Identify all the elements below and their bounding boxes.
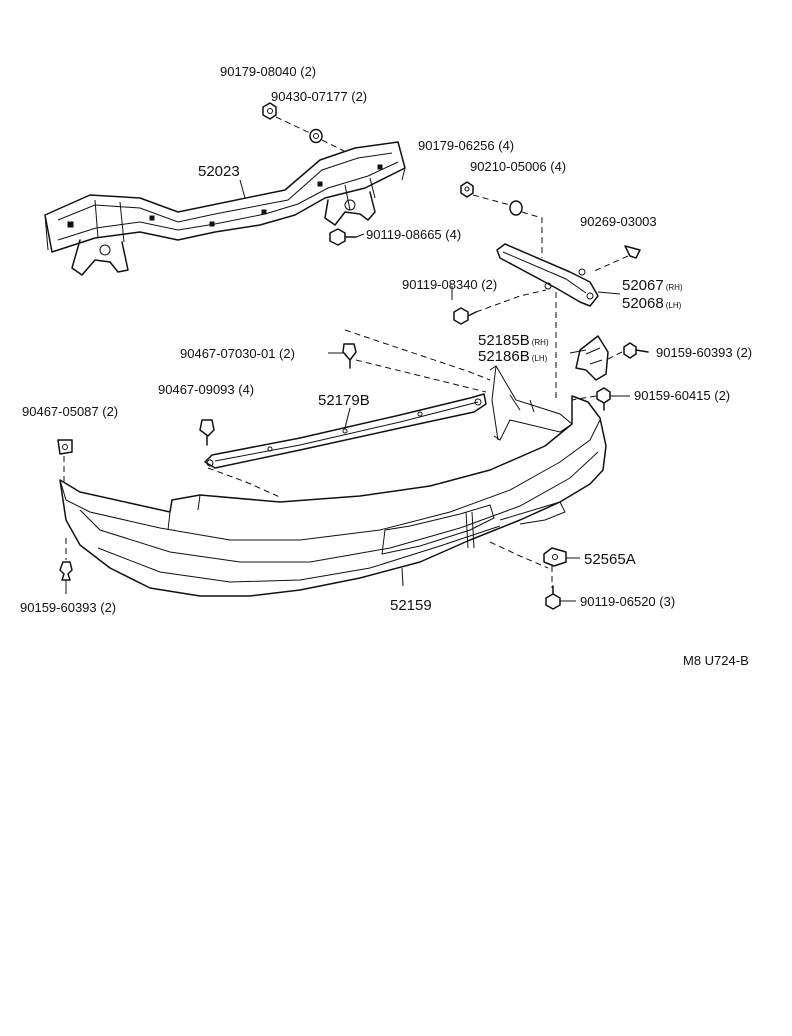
label-52185b: 52185B(RH) (478, 332, 549, 349)
label-90467-07030-01: 90467-07030-01 (2) (180, 346, 295, 361)
label-52565a: 52565A (584, 551, 636, 568)
nut-90179-06256-icon (460, 181, 474, 198)
label-52068: 52068(LH) (622, 295, 682, 312)
bumper-reinforcement-52023 (44, 141, 406, 276)
label-90159-60393-right: 90159-60393 (2) (656, 345, 752, 360)
bolt-90119-08665-icon (329, 228, 357, 246)
washer-90430-07177-icon (309, 128, 323, 144)
diagram-code: M8 U724-B (683, 653, 749, 668)
bumper-cover-52159 (59, 365, 607, 597)
label-52159: 52159 (390, 597, 432, 614)
nut-52565a-icon (543, 547, 567, 567)
label-90467-09093: 90467-09093 (4) (158, 382, 254, 397)
label-90119-08665: 90119-08665 (4) (366, 227, 461, 242)
washer-90210-05006-icon (509, 200, 523, 216)
clip-90467-05087-icon (57, 439, 73, 455)
clip-90467-09093-icon (199, 419, 215, 446)
nut-90179-08040-icon (262, 102, 277, 120)
label-90179-06256: 90179-06256 (4) (418, 138, 514, 153)
label-52067: 52067(RH) (622, 277, 683, 294)
label-90179-08040: 90179-08040 (2) (220, 64, 316, 79)
label-90119-08340: 90119-08340 (2) (402, 277, 497, 292)
label-90467-05087: 90467-05087 (2) (22, 404, 118, 419)
bolt-90119-06520-icon (545, 585, 561, 610)
clip-90467-07030-01-icon (342, 343, 357, 369)
label-52023: 52023 (198, 163, 240, 180)
screw-90159-60415-icon (596, 387, 611, 411)
label-90210-05006: 90210-05006 (4) (470, 159, 566, 174)
label-52186b: 52186B(LH) (478, 348, 548, 365)
label-90159-60393-left: 90159-60393 (2) (20, 600, 116, 615)
label-90269-03003: 90269-03003 (580, 214, 657, 229)
retainer-52185b-52186b (575, 335, 609, 381)
screw-90159-60393-left-icon (59, 561, 73, 581)
upper-retainer-52179b (204, 393, 487, 469)
bracket-52067-52068 (496, 243, 599, 307)
label-90159-60415: 90159-60415 (2) (634, 388, 730, 403)
bolt-90119-08340-icon (453, 307, 477, 325)
label-90119-06520: 90119-06520 (3) (580, 594, 675, 609)
label-52179b: 52179B (318, 392, 370, 409)
clip-90269-03003-icon (624, 245, 641, 259)
screw-90159-60393-right-icon (623, 342, 649, 359)
label-90430-07177: 90430-07177 (2) (271, 89, 367, 104)
